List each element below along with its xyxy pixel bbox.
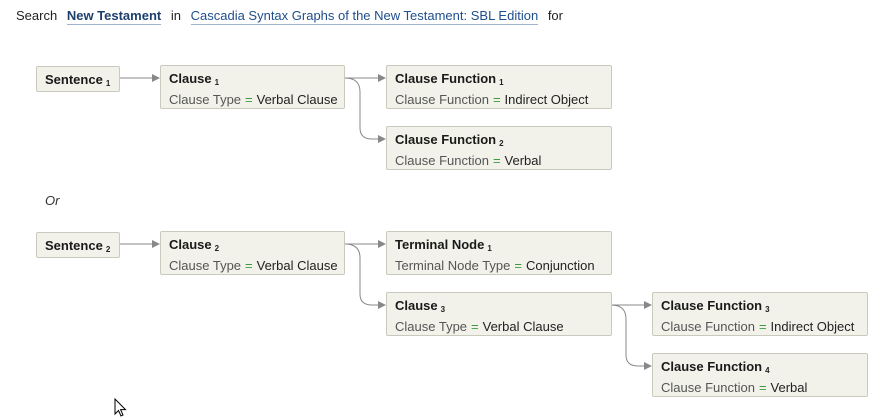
property-name: Clause Type [169, 92, 242, 107]
node-index: 2 [105, 245, 111, 254]
property-name: Terminal Node Type [395, 258, 511, 273]
property-value: Indirect Object [504, 92, 589, 107]
equals-sign: = [471, 319, 479, 334]
resource-link[interactable]: Cascadia Syntax Graphs of the New Testam… [190, 8, 539, 25]
property-value: Verbal [770, 380, 808, 395]
search-label: Search [16, 8, 58, 23]
equals-sign: = [245, 92, 253, 107]
search-header: Search New Testament in Cascadia Syntax … [16, 8, 569, 25]
node-index: 1 [487, 244, 492, 253]
node-index: 3 [765, 305, 770, 314]
connector-clause2-clause3 [344, 243, 386, 309]
property-value: Verbal Clause [482, 319, 564, 334]
property-name: Clause Function [395, 153, 489, 168]
mouse-pointer-icon [114, 398, 127, 417]
node-index: 3 [440, 305, 446, 314]
equals-sign: = [514, 258, 522, 273]
node-title: Clause [395, 298, 438, 313]
node-index: 2 [499, 139, 504, 148]
node-index: 1 [105, 79, 111, 88]
node-title: Clause [169, 237, 212, 252]
node-title: Sentence [45, 238, 103, 253]
in-label: in [170, 8, 181, 23]
node-index: 4 [765, 366, 770, 375]
property-value: Verbal Clause [256, 258, 338, 273]
node-title: Clause Function [661, 359, 763, 374]
equals-sign: = [245, 258, 253, 273]
for-label: for [547, 8, 563, 23]
property-value: Conjunction [525, 258, 595, 273]
connector-clause1-function2 [344, 77, 386, 143]
equals-sign: = [492, 153, 501, 168]
connector-clause3-function4 [610, 304, 652, 370]
property-value: Verbal [504, 153, 542, 168]
scope-link[interactable]: New Testament [66, 8, 162, 25]
property-name: Clause Function [661, 319, 755, 334]
or-separator: Or [45, 193, 60, 208]
property-value: Verbal Clause [256, 92, 338, 107]
node-title: Clause Function [661, 298, 763, 313]
node-title: Clause Function [395, 132, 497, 147]
property-value: Indirect Object [770, 319, 855, 334]
node-title: Sentence [45, 72, 103, 87]
node-index: 1 [214, 78, 220, 87]
node-title: Terminal Node [395, 237, 485, 252]
equals-sign: = [758, 319, 767, 334]
equals-sign: = [758, 380, 767, 395]
node-index: 2 [214, 244, 220, 253]
property-name: Clause Function [395, 92, 489, 107]
node-title: Clause [169, 71, 212, 86]
property-name: Clause Type [395, 319, 468, 334]
equals-sign: = [492, 92, 501, 107]
node-title: Clause Function [395, 71, 497, 86]
node-index: 1 [499, 78, 504, 87]
property-name: Clause Type [169, 258, 242, 273]
property-name: Clause Function [661, 380, 755, 395]
